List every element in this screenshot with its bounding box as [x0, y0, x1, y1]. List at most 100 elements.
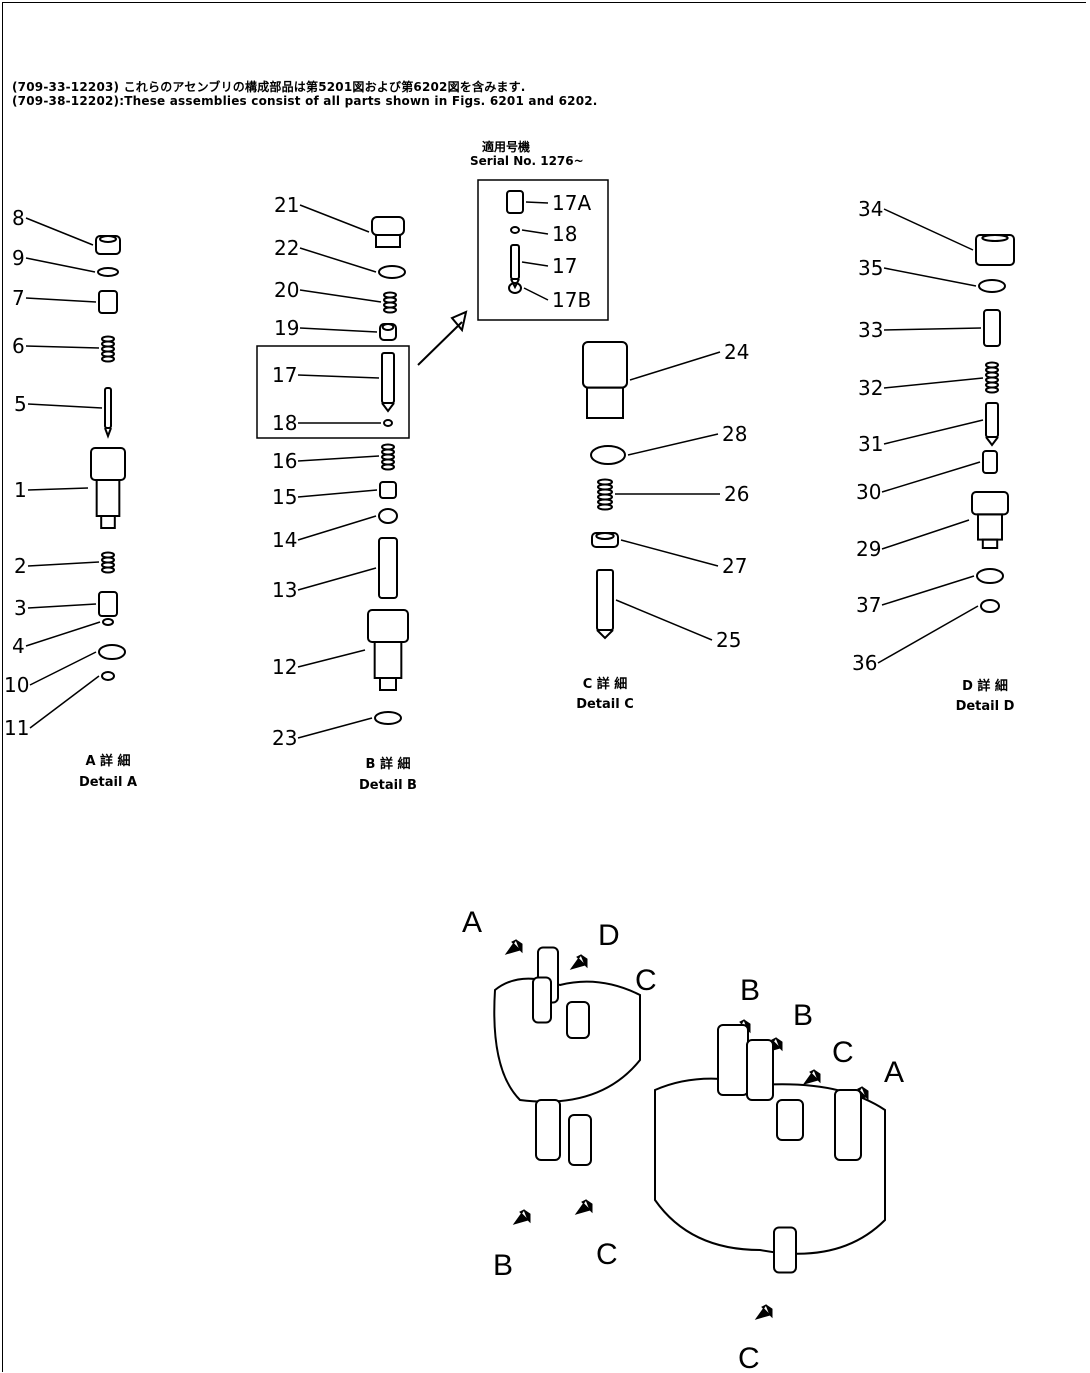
- part-number-9: 9: [12, 246, 25, 270]
- valve-cartridge: [532, 976, 552, 1024]
- assembly-callout-C: C: [832, 1036, 854, 1069]
- part-number-35: 35: [858, 256, 883, 280]
- part-18-ring-icon: [510, 226, 520, 234]
- detail-a-title-jp: A 詳 細: [85, 753, 130, 769]
- leader-line: [883, 267, 977, 287]
- part-26-spring-icon: [597, 478, 613, 511]
- part-1-valve-icon: [90, 447, 126, 529]
- header-note-jp: (709-33-12203) これらのアセンブリの構成部品は第5201図および第…: [12, 80, 526, 94]
- leader-line: [297, 455, 380, 462]
- part-8-nut-icon: [95, 235, 121, 255]
- assembly-callout-C: C: [635, 964, 657, 997]
- leader-line: [521, 261, 549, 267]
- valve-cartridge: [717, 1024, 749, 1096]
- part-18-ring-icon: [383, 419, 393, 427]
- part-number-25: 25: [716, 628, 741, 652]
- detail-d-title-jp: D 詳 細: [962, 678, 1008, 694]
- serial-en: Serial No. 1276~: [470, 154, 584, 168]
- part-number-4: 4: [12, 634, 25, 658]
- part-number-15: 15: [272, 485, 297, 509]
- part-29-valve-icon: [971, 491, 1009, 549]
- valve-cartridge: [535, 1099, 561, 1161]
- part-number-21: 21: [274, 193, 299, 217]
- part-13-body-icon: [378, 537, 398, 599]
- valve-cartridge: [834, 1089, 862, 1161]
- part-33-body-icon: [983, 309, 1001, 347]
- part-number-33: 33: [858, 318, 883, 342]
- leader-line: [297, 515, 377, 541]
- part-27-nut-icon: [591, 532, 619, 548]
- assembly-callout-C: C: [738, 1342, 760, 1373]
- part-24-plug-icon: [582, 341, 628, 420]
- part-32-spring-icon: [985, 361, 999, 394]
- part-2-spring-icon: [101, 551, 115, 574]
- part-number-17: 17: [272, 363, 297, 387]
- part-14-ring-icon: [378, 508, 398, 524]
- assembly-callout-B: B: [793, 999, 813, 1032]
- assembly-callout-B: B: [493, 1249, 513, 1282]
- leader-line: [25, 345, 100, 349]
- part-15-body-icon: [379, 481, 397, 499]
- part-9-ring-icon: [97, 267, 119, 277]
- leader-line: [27, 603, 97, 609]
- detail-c-title-en: Detail C: [576, 697, 634, 712]
- part-number-18: 18: [272, 411, 297, 435]
- valve-cartridge: [746, 1039, 774, 1101]
- leader-line: [27, 403, 103, 409]
- callout-arrow-icon: [512, 1208, 531, 1225]
- assembly-callout-A: A: [884, 1056, 904, 1089]
- part-6-spring-icon: [101, 335, 115, 363]
- detail-b-title-jp: B 詳 細: [366, 756, 411, 772]
- leader-line: [25, 297, 97, 303]
- part-number-16: 16: [272, 449, 297, 473]
- callout-arrow-icon: [754, 1303, 773, 1320]
- part-number-31: 31: [858, 432, 883, 456]
- part-number-29: 29: [856, 537, 881, 561]
- detail-b-title-en: Detail B: [359, 778, 417, 793]
- leader-line: [525, 201, 549, 204]
- arrow-to-serial-box-icon: [417, 310, 468, 366]
- valve-block-left: [493, 977, 641, 1103]
- leader-line: [523, 287, 549, 301]
- part-7-body-icon: [98, 290, 118, 314]
- part-number-17A: 17A: [552, 191, 591, 215]
- leader-line: [881, 575, 975, 606]
- callout-arrow-icon: [569, 953, 588, 970]
- part-number-5: 5: [14, 392, 27, 416]
- valve-cartridge: [566, 1001, 590, 1039]
- part-number-34: 34: [858, 197, 883, 221]
- part-3-body-icon: [98, 591, 118, 617]
- leader-line: [27, 487, 89, 491]
- leader-line: [299, 204, 370, 233]
- part-17-pin-icon: [381, 352, 395, 413]
- part-17-pin-icon: [510, 244, 520, 290]
- leader-line: [615, 599, 713, 641]
- part-36-ring-icon: [980, 599, 1000, 613]
- part-28-ring-icon: [590, 445, 626, 465]
- valve-cartridge: [776, 1099, 804, 1141]
- leader-line: [883, 377, 984, 389]
- part-number-8: 8: [12, 206, 25, 230]
- leader-line: [627, 433, 719, 456]
- leader-line: [521, 229, 549, 235]
- part-20-spring-icon: [383, 291, 397, 314]
- header-note-en: (709-38-12202):These assemblies consist …: [12, 94, 598, 108]
- leader-line: [877, 605, 979, 664]
- part-number-30: 30: [856, 480, 881, 504]
- part-number-23: 23: [272, 726, 297, 750]
- part-number-22: 22: [274, 236, 299, 260]
- part-37-ring-icon: [976, 568, 1004, 584]
- leader-line: [297, 649, 366, 668]
- part-number-20: 20: [274, 278, 299, 302]
- part-17B-ring-icon: [508, 282, 522, 294]
- part-number-17: 17: [552, 254, 577, 278]
- valve-cartridge: [568, 1114, 592, 1166]
- callout-arrow-icon: [504, 938, 523, 955]
- leader-line: [883, 208, 974, 251]
- leader-line: [29, 675, 100, 729]
- assembly-callout-D: D: [598, 919, 620, 952]
- part-25-pin-icon: [596, 569, 614, 640]
- callout-arrow-icon: [574, 1198, 593, 1215]
- part-number-12: 12: [272, 655, 297, 679]
